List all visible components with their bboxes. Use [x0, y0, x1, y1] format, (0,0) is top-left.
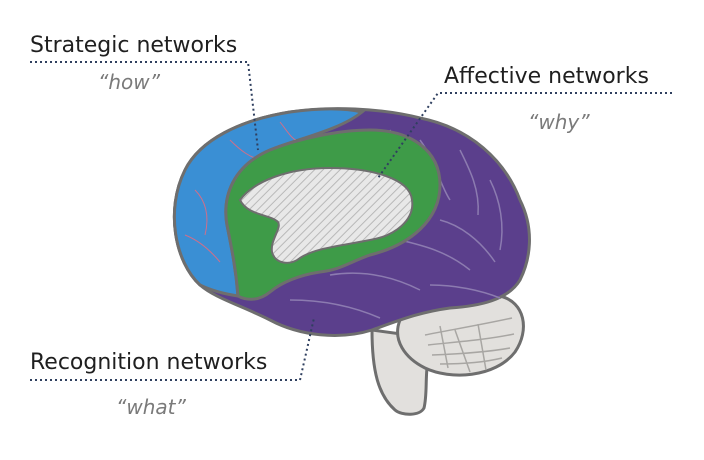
strategic-subtitle: “how”	[98, 70, 160, 94]
recognition-leader	[30, 317, 315, 381]
leader-lines	[30, 61, 672, 381]
inner-hatched-region	[238, 166, 414, 264]
recognition-subtitle: “what”	[116, 395, 186, 419]
recognition-title: Recognition networks	[30, 350, 268, 375]
strategic-title: Strategic networks	[30, 33, 238, 58]
affective-subtitle: “why”	[528, 110, 590, 134]
affective-title: Affective networks	[444, 64, 649, 89]
